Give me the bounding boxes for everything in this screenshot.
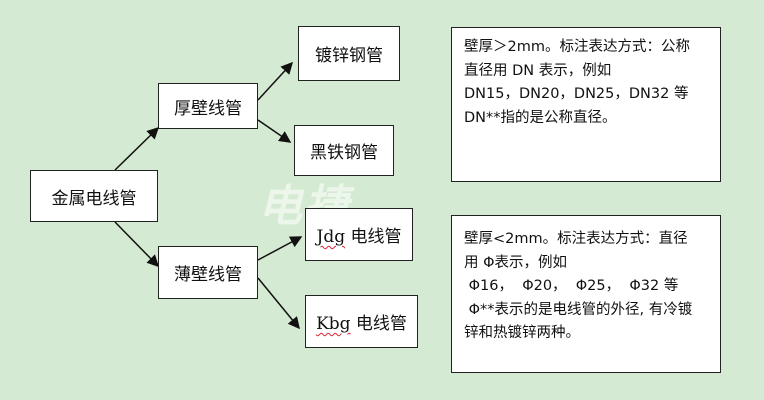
black-iron-pipe-label: 黑铁钢管 xyxy=(310,143,378,163)
thick-wall-note: 壁厚＞2mm。标注表达方式：公称 直径用 DN 表示，例如 DN15，DN20，… xyxy=(451,27,721,182)
arrow-thick-to-black xyxy=(257,119,292,143)
thick-note-line-4: DN**指的是公称直径。 xyxy=(464,109,617,126)
galvanized-pipe-label: 镀锌钢管 xyxy=(315,46,383,66)
galvanized-pipe-node: 镀锌钢管 xyxy=(298,26,400,81)
arrow-thick-to-galvanized xyxy=(257,61,294,101)
thick-note-line-1: 壁厚＞2mm。标注表达方式：公称 xyxy=(464,39,690,55)
thick-note-line-3: DN15，DN20，DN25，DN32 等 xyxy=(464,86,689,102)
thin-note-line-1: 壁厚<2mm。标注表达方式：直径 xyxy=(464,231,688,247)
thick-note-line-2: 直径用 DN 表示，例如 xyxy=(464,62,612,79)
thick-wall-node: 厚壁线管 xyxy=(158,83,258,129)
thin-note-line-5: 锌和热镀锌两种。 xyxy=(464,325,580,341)
jdg-pipe-label: Jdg 电线管 xyxy=(317,222,402,247)
kbg-suffix: 电线管 xyxy=(350,314,407,334)
kbg-pipe-node: Kbg 电线管 xyxy=(305,295,418,348)
root-node-label: 金属电线管 xyxy=(51,188,137,209)
thick-wall-label: 厚壁线管 xyxy=(174,98,242,119)
jdg-pipe-node: Jdg 电线管 xyxy=(305,208,413,261)
kbg-pipe-label: Kbg 电线管 xyxy=(316,309,407,334)
jdg-suffix: 电线管 xyxy=(345,227,402,247)
thin-wall-note: 壁厚<2mm。标注表达方式：直径 用 Φ表示，例如 Φ16， Φ20， Φ25，… xyxy=(451,215,721,373)
thin-note-line-2: 用 Φ表示，例如 xyxy=(464,254,568,271)
arrow-root-to-thick xyxy=(114,126,160,171)
root-node: 金属电线管 xyxy=(30,170,158,222)
jdg-prefix: Jdg xyxy=(316,227,346,247)
thin-note-line-4: Φ**表示的是电线管的外径, 有冷镀 xyxy=(464,301,693,318)
arrow-root-to-thin xyxy=(114,221,160,268)
thin-note-line-3: Φ16， Φ20， Φ25， Φ32 等 xyxy=(464,278,679,294)
arrow-thin-to-jdg xyxy=(257,236,303,261)
arrow-thin-to-kbg xyxy=(257,277,300,330)
thin-wall-label: 薄壁线管 xyxy=(174,265,242,285)
kbg-prefix: Kbg xyxy=(316,314,351,334)
black-iron-pipe-node: 黑铁钢管 xyxy=(294,125,394,176)
thin-wall-node: 薄壁线管 xyxy=(158,246,258,299)
